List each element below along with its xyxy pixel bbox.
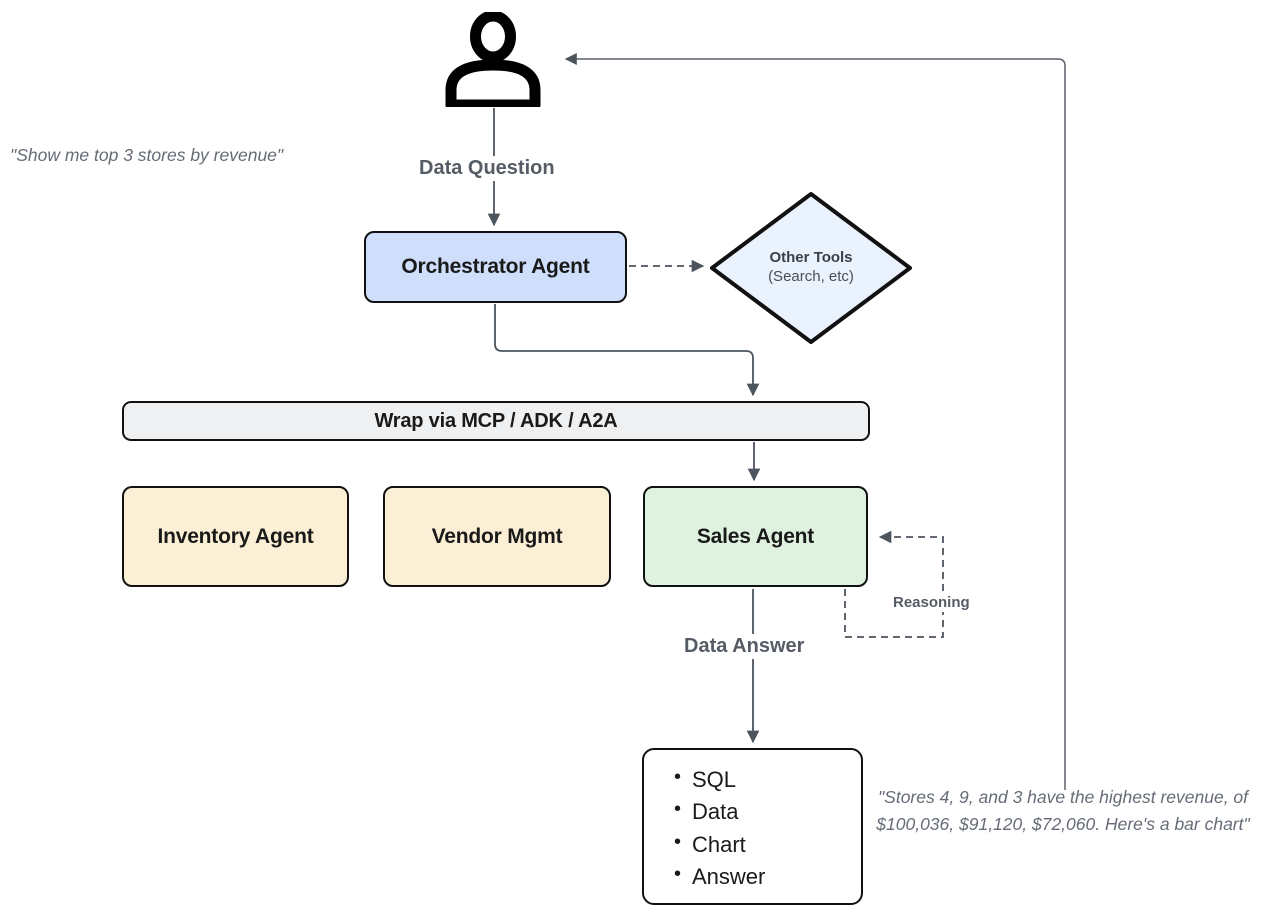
node-vendor-mgmt-label: Vendor Mgmt (431, 524, 563, 548)
node-vendor-mgmt[interactable]: Vendor Mgmt (383, 486, 611, 587)
edge-label-data-answer: Data Answer (679, 634, 810, 659)
node-wrap-via-mcp-adk-a2a[interactable]: Wrap via MCP / ADK / A2A (122, 401, 870, 441)
output-artifact-item: Chart (674, 828, 861, 861)
node-sales-agent[interactable]: Sales Agent (643, 486, 868, 587)
node-other-tools[interactable]: Other Tools (Search, etc) (707, 189, 915, 347)
node-output-artifacts[interactable]: SQLDataChartAnswer (642, 748, 863, 905)
output-artifact-item: SQL (674, 763, 861, 796)
edge-label-reasoning: Reasoning (889, 593, 974, 612)
diamond-shape (710, 192, 912, 344)
node-orchestrator-agent[interactable]: Orchestrator Agent (364, 231, 627, 303)
node-inventory-agent-label: Inventory Agent (157, 524, 314, 548)
node-wrap-label: Wrap via MCP / ADK / A2A (374, 409, 618, 432)
node-other-tools-sublabel: (Search, etc) (768, 268, 854, 285)
edge-label-data-question: Data Question (414, 156, 560, 181)
user-question-quote: "Show me top 3 stores by revenue" (10, 145, 284, 165)
node-sales-agent-label: Sales Agent (696, 524, 815, 548)
output-artifact-item: Answer (674, 860, 861, 893)
agent-response-quote: "Stores 4, 9, and 3 have the highest rev… (876, 787, 1250, 835)
node-orchestrator-agent-label: Orchestrator Agent (401, 255, 590, 278)
output-artifact-item: Data (674, 795, 861, 828)
node-inventory-agent[interactable]: Inventory Agent (122, 486, 349, 587)
person-icon (443, 10, 543, 111)
node-other-tools-label: Other Tools (769, 249, 853, 267)
output-artifact-list: SQLDataChartAnswer (644, 750, 861, 893)
